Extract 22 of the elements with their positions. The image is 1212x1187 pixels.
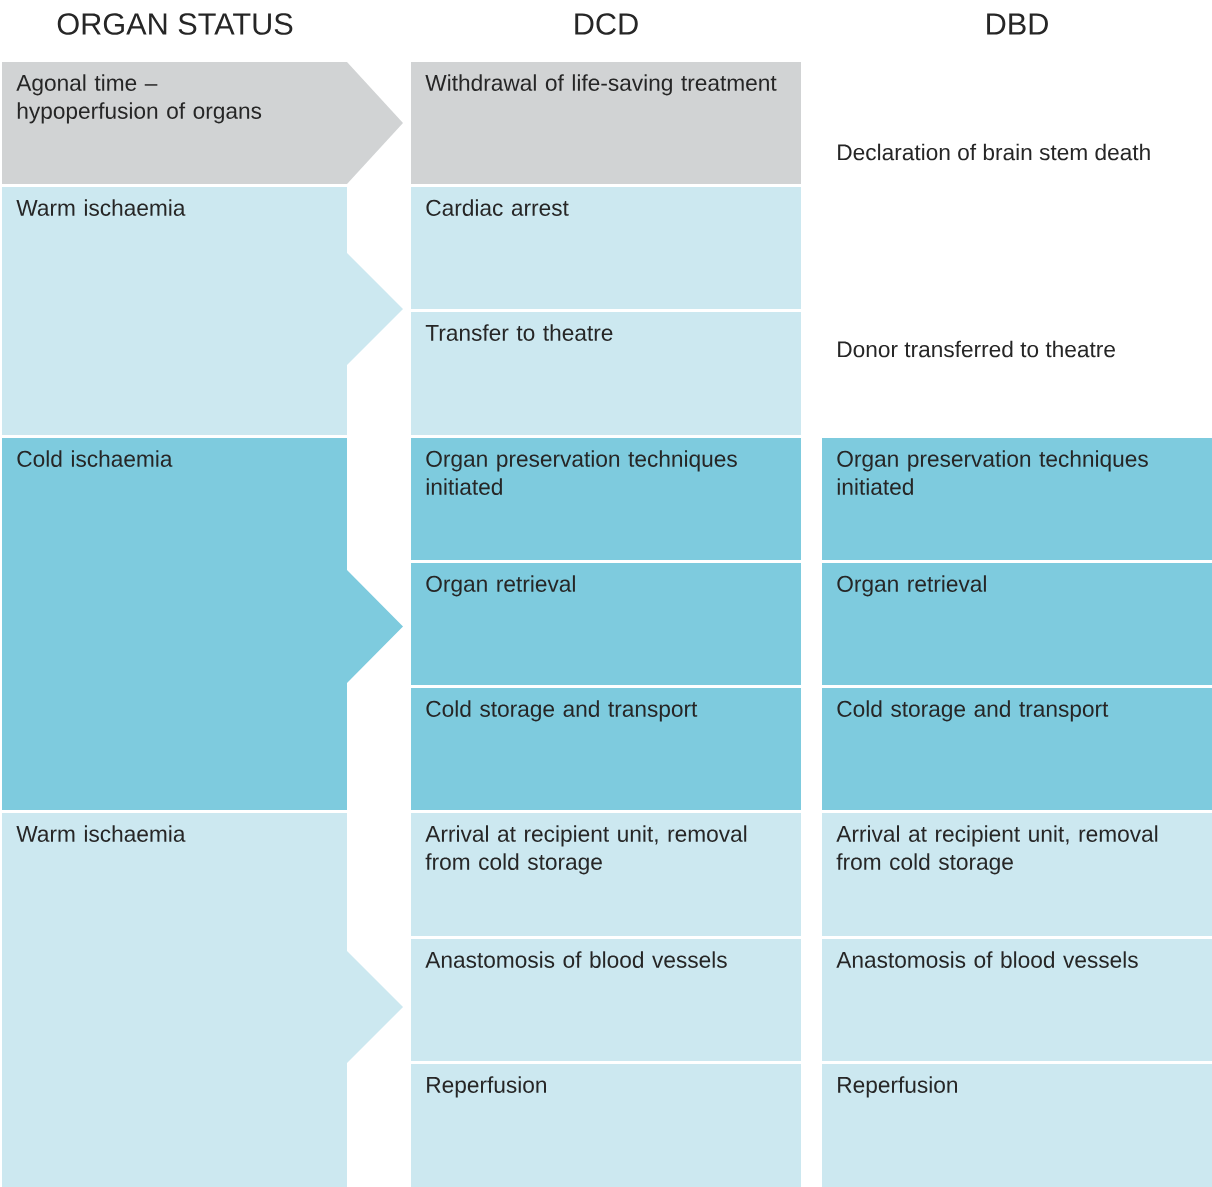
step-box: Cold storage and transport (822, 688, 1212, 810)
step-box: Reperfusion (411, 1064, 801, 1187)
step-box: Cold storage and transport (411, 688, 801, 810)
step-text: Donor transferred to theatre (838, 340, 1115, 358)
step-box: Anastomosis of blood vessels (411, 939, 801, 1061)
step-box: Reperfusion (822, 1064, 1212, 1187)
step-box: Withdrawal of life-saving treatment (411, 62, 801, 184)
step-text: Declaration of brain stem death (838, 143, 1150, 161)
status-band: Warm ischaemia (2, 813, 403, 1187)
step-box: Arrival at recipient unit, removal from cold storage (822, 813, 1212, 936)
status-band: Warm ischaemia (2, 187, 403, 435)
step-box: Organ preservation techniques initiated (411, 438, 801, 560)
status-band: Cold ischaemia (2, 438, 403, 810)
step-box: Anastomosis of blood vessels (822, 939, 1212, 1061)
step-box: Transfer to theatre (411, 312, 801, 435)
column-heading: DBD (987, 13, 1048, 35)
status-band: Agonal time – hypoperfusion of organs (2, 62, 403, 184)
step-box: Organ preservation techniques initiated (822, 438, 1212, 560)
step-box: Arrival at recipient unit, removal from cold storage (411, 813, 801, 936)
step-box: Cardiac arrest (411, 187, 801, 309)
step-box: Organ retrieval (822, 563, 1212, 685)
step-box: Organ retrieval (411, 563, 801, 685)
